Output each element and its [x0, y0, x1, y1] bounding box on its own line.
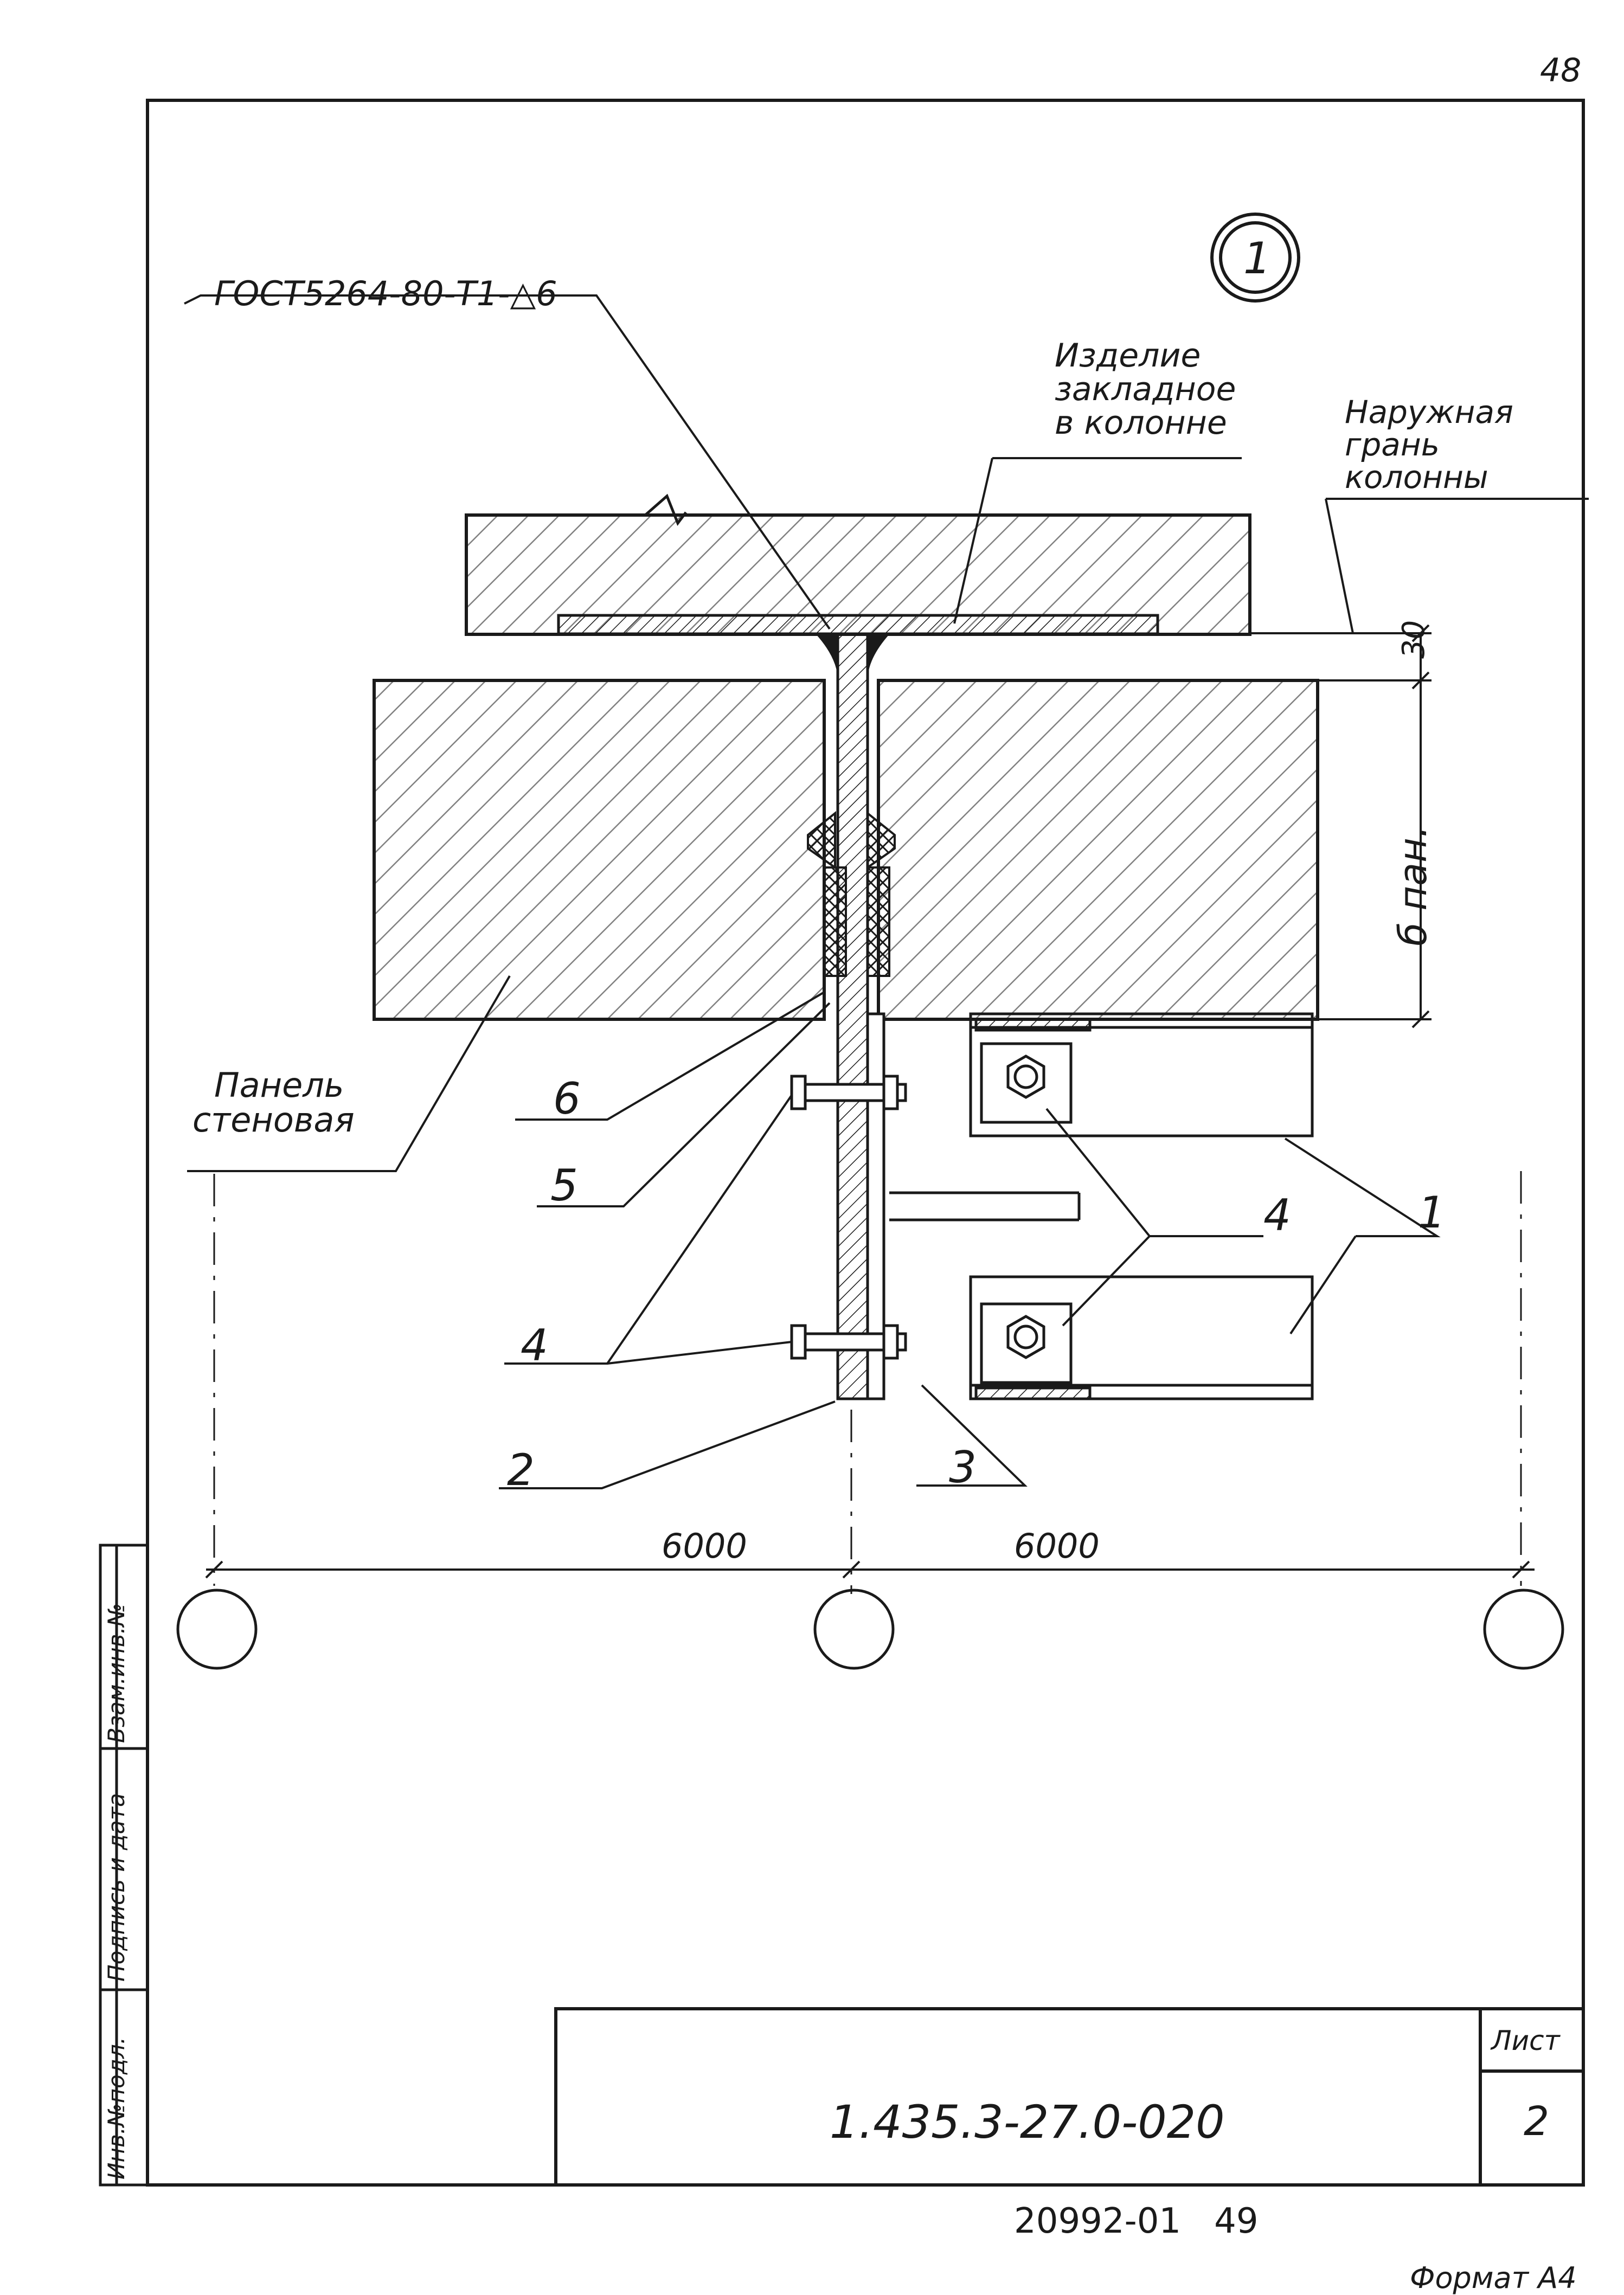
sheet-number: 2	[1524, 2098, 1550, 2145]
span-dimension	[205, 1560, 1535, 1579]
position-4-left: 4	[521, 1320, 548, 1371]
gap-dimension-value: 30	[1396, 620, 1432, 659]
panel-thickness-value: б пан.	[1391, 825, 1435, 946]
format-label: Формат А4	[1410, 2261, 1577, 2295]
page-number: 48	[1540, 52, 1582, 89]
document-designation: 1.435.3-27.0-020	[830, 2095, 1225, 2149]
position-4-right: 4	[1263, 1190, 1291, 1240]
position-1: 1	[1418, 1187, 1446, 1238]
gap-dimension	[1318, 624, 1432, 1028]
bolt-lower	[790, 1324, 907, 1360]
embedded-plate	[557, 614, 1159, 635]
embedded-part-line-2: закладное	[1055, 370, 1236, 408]
position-5: 5	[550, 1160, 578, 1211]
stamp-inv-podl: Инв.№подл.	[103, 2036, 130, 2180]
title-block-frame	[554, 2007, 1585, 2187]
archive-number: 20992-01 49	[1014, 2201, 1259, 2241]
axis-lines	[213, 1171, 1522, 1594]
position-3: 3	[949, 1442, 977, 1493]
outer-face-line-1: Наружная	[1345, 394, 1513, 430]
nut-lower	[980, 1302, 1073, 1384]
nut-upper	[980, 1042, 1073, 1124]
wall-panel-left	[373, 679, 826, 1021]
wall-panel-label: Панель стеновая	[192, 1068, 355, 1137]
outer-face-label: Наружная грань колонны	[1345, 396, 1513, 493]
detail-marker	[1210, 213, 1300, 303]
embedded-part-line-1: Изделие	[1055, 337, 1201, 375]
span-right-value: 6000	[1014, 1526, 1100, 1566]
position-6: 6	[553, 1073, 581, 1124]
outer-face-line	[1250, 498, 1589, 634]
detail-marker-number: 1	[1243, 233, 1271, 284]
embedded-part-line-3: в колонне	[1055, 404, 1227, 442]
position-2: 2	[507, 1445, 535, 1495]
span-left-value: 6000	[662, 1526, 747, 1566]
wall-panel-right	[877, 679, 1319, 1021]
bracket-assembly	[866, 1012, 1314, 1400]
side-stamp-frame	[99, 1544, 149, 2187]
sheet-label: Лист	[1491, 2025, 1560, 2056]
outer-face-line-2: грань	[1345, 426, 1440, 463]
weld-callout: ГОСТ5264-80-Т1-△6	[214, 274, 557, 313]
bolt-upper	[790, 1075, 907, 1110]
axis-circles	[176, 1589, 1564, 1670]
wall-panel-line-1: Панель	[214, 1065, 344, 1105]
outer-face-line-3: колонны	[1345, 459, 1488, 496]
stamp-replacement-inv: Взам.инв.№	[103, 1603, 130, 1743]
column-section	[465, 493, 1251, 636]
wall-panel-line-2: стеновая	[192, 1100, 355, 1140]
leader-lines	[184, 294, 1441, 1489]
stamp-signature-date: Подпись и дата	[103, 1793, 130, 1982]
embedded-part-label: Изделие закладное в колонне	[1055, 339, 1236, 440]
